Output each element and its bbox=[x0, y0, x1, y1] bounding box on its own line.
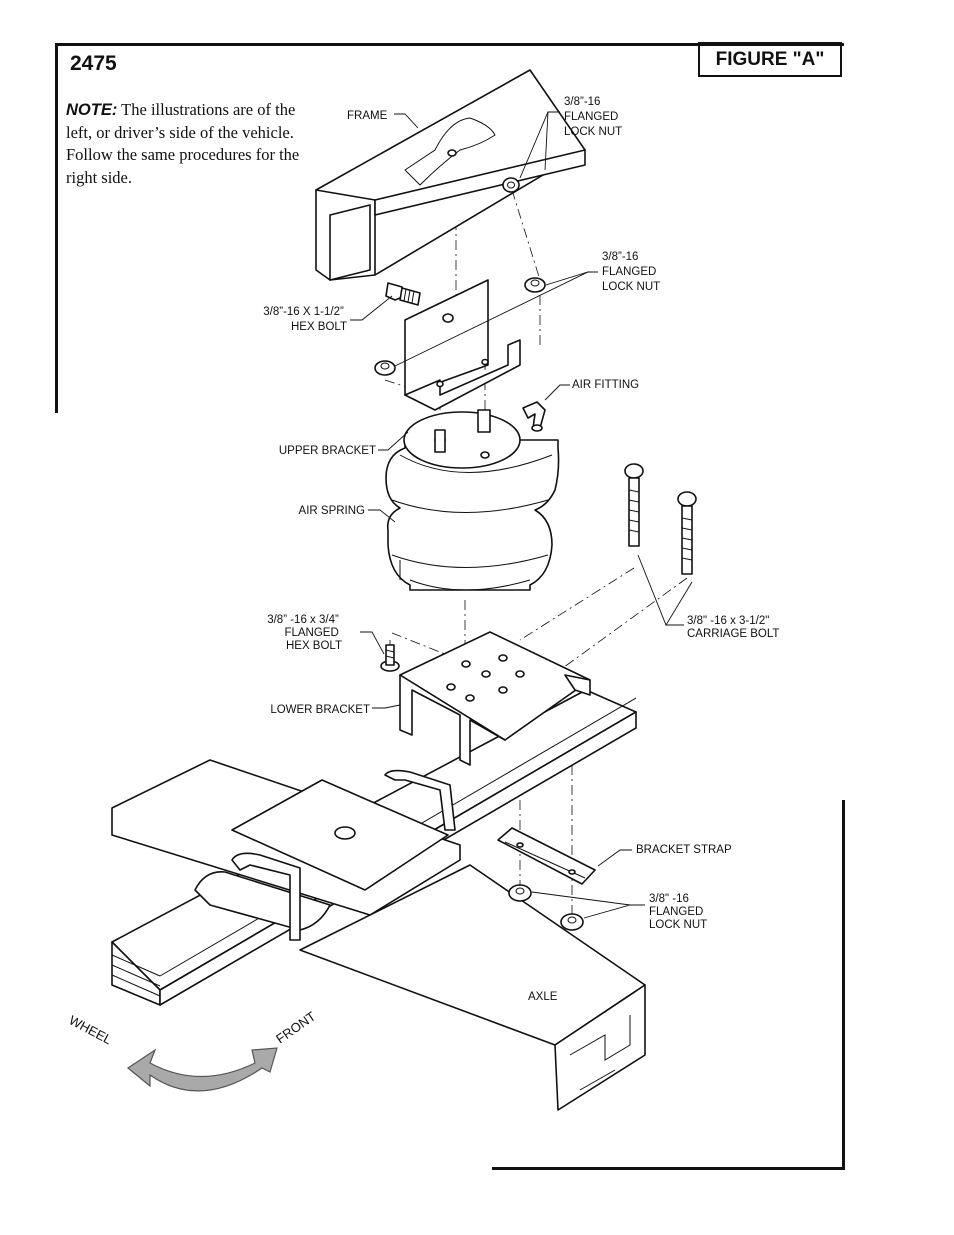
air-fitting-icon bbox=[522, 401, 546, 432]
bracket-strap bbox=[497, 827, 596, 885]
lock-nut-left-icon bbox=[374, 360, 396, 376]
note-text: NOTE: The illustrations are of the left,… bbox=[66, 99, 316, 189]
label-hex-bolt: 3/8”-16 X 1-1/2” HEX BOLT bbox=[263, 306, 347, 333]
note-label: NOTE: bbox=[66, 101, 118, 119]
label-lower-bracket: LOWER BRACKET bbox=[270, 704, 370, 716]
upper-bracket bbox=[404, 279, 521, 411]
page-border-right bbox=[842, 800, 845, 1170]
flanged-hex-bolt-icon bbox=[380, 644, 400, 672]
label-axle: AXLE bbox=[528, 991, 558, 1003]
frame-rail bbox=[315, 69, 586, 281]
label-front: FRONT bbox=[273, 1008, 318, 1046]
air-spring bbox=[385, 409, 560, 591]
leader-lines bbox=[350, 111, 693, 919]
label-lock-nut-top: 3/8”-16 FLANGED LOCK NUT bbox=[564, 96, 622, 138]
direction-arrow-icon bbox=[126, 1047, 278, 1092]
lower-bracket bbox=[399, 631, 591, 766]
label-wheel: WHEEL bbox=[67, 1012, 115, 1047]
label-air-spring: AIR SPRING bbox=[299, 505, 366, 517]
page-border-left bbox=[55, 43, 58, 413]
label-bracket-strap: BRACKET STRAP bbox=[636, 844, 732, 856]
spring-plate bbox=[111, 759, 461, 941]
page-border-bottom bbox=[492, 1167, 845, 1170]
figure-label: FIGURE "A" bbox=[698, 42, 842, 77]
note-body: The illustrations are of the left, or dr… bbox=[66, 100, 300, 187]
lock-nut-upper-icon bbox=[524, 277, 546, 293]
hex-bolt-icon bbox=[385, 282, 421, 306]
page-border-top bbox=[55, 43, 844, 46]
figure-label-text: FIGURE "A" bbox=[715, 48, 825, 70]
label-lock-nut-mid: 3/8”-16 FLANGED LOCK NUT bbox=[602, 251, 660, 293]
label-upper-bracket: UPPER BRACKET bbox=[279, 445, 376, 457]
axle bbox=[299, 864, 646, 1111]
carriage-bolt-icon bbox=[624, 463, 697, 575]
label-flanged-hex-bolt: 3/8” -16 x 3/4” FLANGED HEX BOLT bbox=[267, 614, 342, 652]
part-number: 2475 bbox=[70, 52, 117, 75]
label-frame: FRAME bbox=[347, 110, 388, 122]
label-carriage-bolt: 3/8" -16 x 3-1/2" CARRIAGE BOLT bbox=[687, 615, 779, 640]
label-lock-nut-bottom: 3/8" -16 FLANGED LOCK NUT bbox=[649, 893, 707, 931]
lock-nut-lower-icon bbox=[508, 884, 584, 931]
label-air-fitting: AIR FITTING bbox=[572, 379, 639, 391]
